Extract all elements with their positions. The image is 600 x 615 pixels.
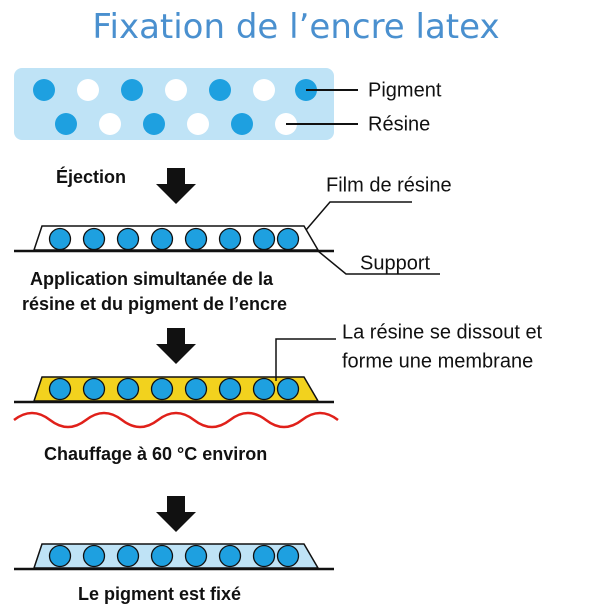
film-leader-line [305,201,412,231]
pigment-particle [231,113,253,135]
membrane-pigments [48,377,300,401]
film-label: Film de résine [326,174,452,196]
pigment-particle [48,377,72,401]
support-label: Support [360,252,430,274]
pigment-particle [184,377,208,401]
pigment-particle [252,227,276,251]
dissolve-label-line2: forme une membrane [342,350,533,372]
resin-particle [187,113,209,135]
applied-pigments [48,227,300,251]
pigment-particle [116,544,140,568]
fixed-film [32,543,320,569]
resin-label: Résine [368,113,430,135]
down-arrow-icon [156,168,196,204]
fixed-caption: Le pigment est fixé [78,584,241,604]
pigment-particle [48,544,72,568]
application-caption-line2: résine et du pigment de l’encre [22,294,287,314]
pigment-particle [150,227,174,251]
pigment-particle [121,79,143,101]
pigment-particle [82,544,106,568]
pigment-particle [218,227,242,251]
diagram-title: Fixation de l’encre latex [92,7,499,47]
pigment-particle [218,544,242,568]
pigment-particle [116,227,140,251]
pigment-particle [150,377,174,401]
dissolve-label-line1: La résine se dissout et [342,321,543,343]
pigment-particle [33,79,55,101]
pigment-particle [150,544,174,568]
pigment-particle [276,544,300,568]
pigment-particle [143,113,165,135]
resin-particle [253,79,275,101]
resin-film [32,225,320,251]
pigment-particle [55,113,77,135]
pigment-label: Pigment [368,79,442,101]
pigment-particle [209,79,231,101]
fixed-pigments [48,544,300,568]
pigment-particle [252,544,276,568]
resin-particle [99,113,121,135]
membrane-leader-line [275,338,336,381]
pigment-particle [276,377,300,401]
support-leader-line [317,250,440,275]
resin-particle [77,79,99,101]
pigment-particle [116,377,140,401]
pigment-particle [184,227,208,251]
pigment-particle [218,377,242,401]
pigment-particle [276,227,300,251]
pigment-particle [184,544,208,568]
pigment-particle [48,227,72,251]
heating-caption: Chauffage à 60 °C environ [44,444,267,464]
heat-wave-icon [13,411,339,429]
ejection-label: Éjection [56,166,126,187]
pigment-particle [82,227,106,251]
resin-particle [165,79,187,101]
pigment-particle [82,377,106,401]
pigment-particle [252,377,276,401]
down-arrow-icon [156,328,196,364]
down-arrow-icon [156,496,196,532]
application-caption-line1: Application simultanée de la [30,269,274,289]
